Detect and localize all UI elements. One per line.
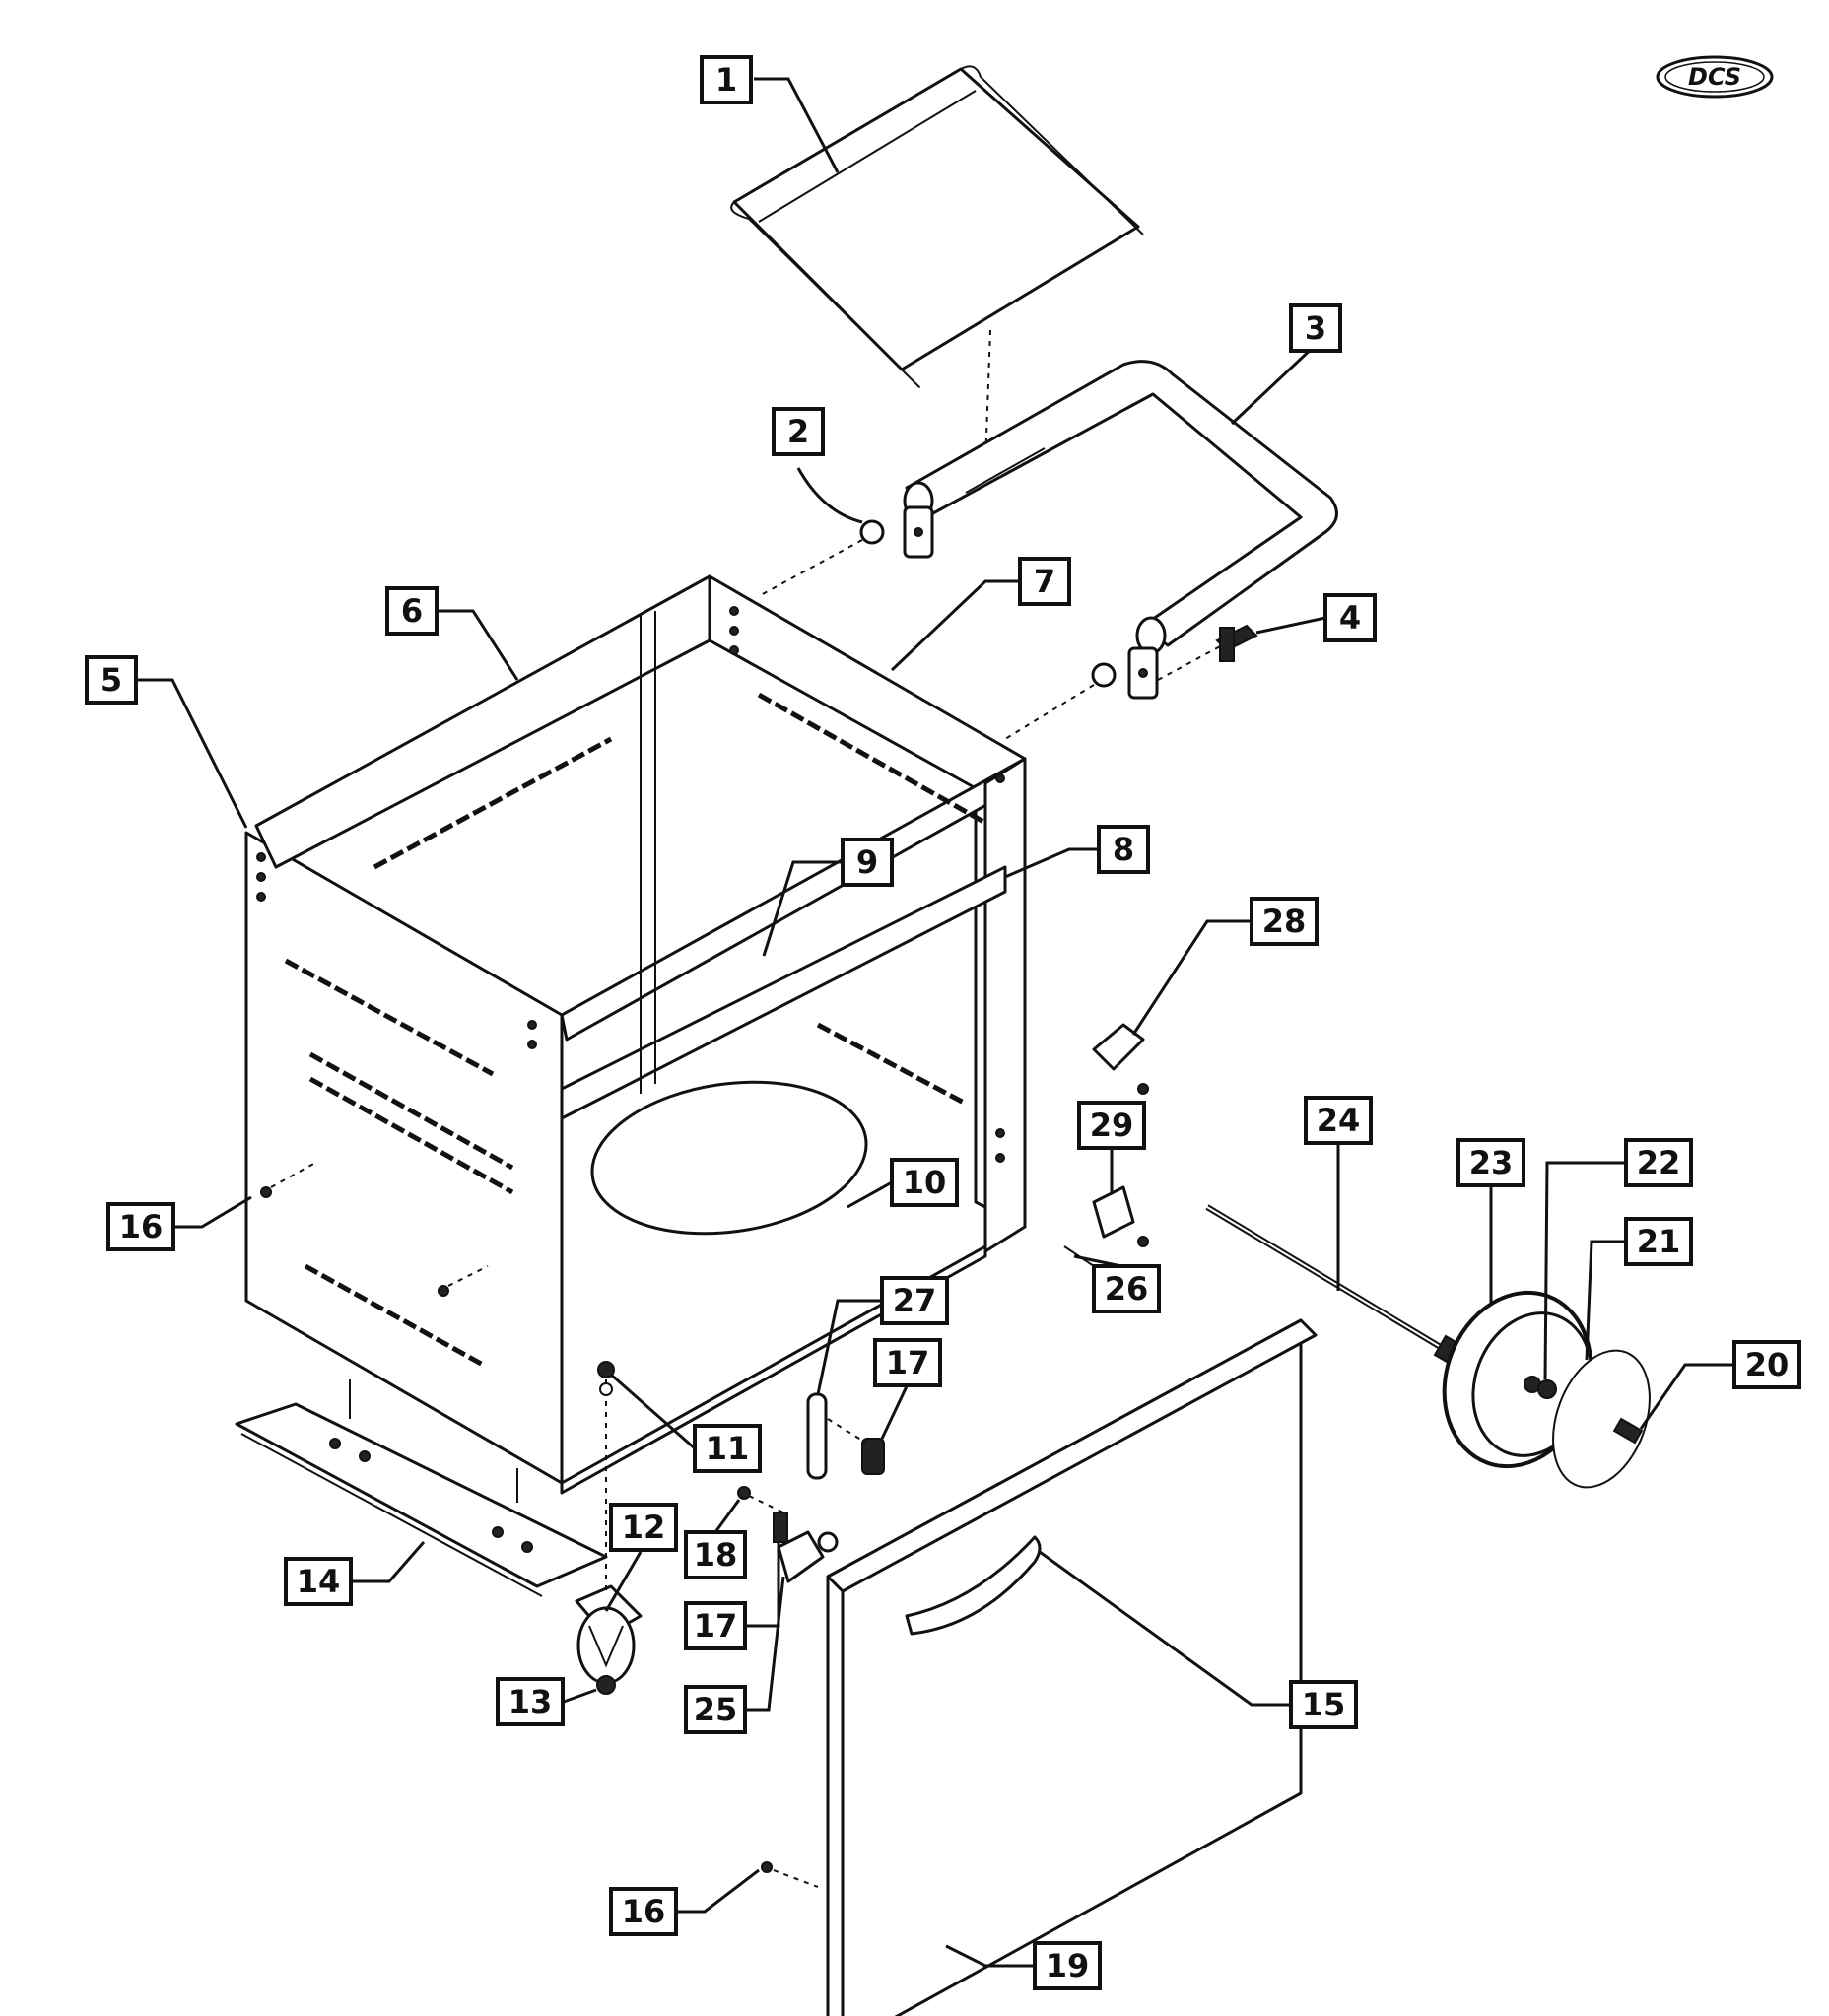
svg-text:9: 9	[856, 843, 878, 881]
svg-text:5: 5	[101, 661, 122, 699]
callout-10: 10	[847, 1158, 959, 1209]
svg-text:13: 13	[508, 1683, 553, 1720]
callout-25: 25	[684, 1576, 785, 1734]
callout-5: 5	[85, 655, 248, 829]
callout-24: 24	[1304, 1096, 1373, 1291]
callout-27: 27	[816, 1276, 949, 1395]
svg-text:16: 16	[119, 1208, 164, 1245]
callout-9: 9	[762, 838, 894, 957]
svg-text:22: 22	[1637, 1144, 1681, 1181]
callout-17-upper: 17	[873, 1338, 942, 1440]
logo-text: DCS	[1688, 63, 1741, 91]
dcs-logo: DCS	[1656, 55, 1774, 99]
svg-text:8: 8	[1113, 831, 1134, 868]
callout-15: 15	[1039, 1550, 1358, 1729]
callout-26: 26	[1073, 1254, 1161, 1313]
part-shelf-tray	[730, 65, 1144, 464]
part-spacer-ring	[758, 519, 1117, 740]
svg-text:29: 29	[1090, 1107, 1134, 1144]
part-bolt	[1157, 624, 1258, 681]
part-cabinet	[244, 574, 1027, 1503]
callout-29: 29	[1077, 1101, 1146, 1192]
svg-text:23: 23	[1469, 1144, 1514, 1181]
svg-text:7: 7	[1034, 563, 1055, 600]
part-handle-bar	[903, 360, 1338, 700]
part-caster	[575, 1361, 643, 1695]
svg-text:26: 26	[1105, 1270, 1149, 1308]
callout-6: 6	[385, 586, 519, 681]
svg-text:15: 15	[1302, 1686, 1346, 1723]
svg-text:24: 24	[1317, 1102, 1361, 1139]
part-axle	[1205, 1204, 1466, 1368]
callout-3: 3	[1230, 303, 1342, 426]
svg-text:12: 12	[622, 1509, 666, 1546]
svg-text:28: 28	[1262, 903, 1307, 940]
callout-22: 22	[1543, 1138, 1693, 1380]
callout-13: 13	[496, 1677, 597, 1726]
callout-16: 16	[106, 1195, 252, 1251]
svg-text:21: 21	[1637, 1223, 1681, 1260]
svg-text:18: 18	[694, 1536, 738, 1574]
callout-21: 21	[1585, 1217, 1693, 1361]
part-hook-bracket	[1092, 1023, 1149, 1095]
callout-18: 18	[684, 1499, 747, 1579]
svg-text:17: 17	[886, 1344, 930, 1381]
callout-14: 14	[284, 1541, 426, 1606]
callout-23: 23	[1456, 1138, 1525, 1306]
svg-text:11: 11	[706, 1430, 750, 1467]
part-front-door	[761, 1318, 1318, 2016]
svg-text:19: 19	[1046, 1947, 1090, 1984]
part-axle-bracket	[1063, 1185, 1149, 1267]
svg-text:20: 20	[1745, 1346, 1790, 1383]
callout-12: 12	[604, 1503, 678, 1612]
svg-text:3: 3	[1305, 309, 1326, 347]
svg-text:10: 10	[903, 1164, 947, 1201]
part-latch	[806, 1392, 885, 1480]
callout-11: 11	[610, 1373, 762, 1473]
svg-text:17: 17	[694, 1607, 738, 1645]
svg-text:4: 4	[1339, 599, 1361, 637]
part-wheel	[1442, 1290, 1651, 1489]
callout-28: 28	[1131, 897, 1319, 1036]
callout-19: 19	[945, 1941, 1102, 1990]
svg-text:2: 2	[787, 413, 809, 450]
svg-text:25: 25	[694, 1691, 738, 1728]
svg-text:27: 27	[893, 1282, 937, 1319]
svg-text:6: 6	[401, 592, 423, 630]
callout-4: 4	[1255, 593, 1377, 642]
callout-20: 20	[1639, 1340, 1801, 1430]
svg-text:1: 1	[715, 61, 737, 99]
callout-1: 1	[700, 55, 840, 173]
svg-text:14: 14	[297, 1563, 341, 1600]
callout-2: 2	[772, 407, 863, 524]
callout-16-lower: 16	[609, 1868, 760, 1936]
callout-8: 8	[1004, 825, 1150, 879]
callout-7: 7	[890, 557, 1071, 672]
svg-text:16: 16	[622, 1893, 666, 1930]
part-door-hinge	[737, 1486, 839, 1583]
